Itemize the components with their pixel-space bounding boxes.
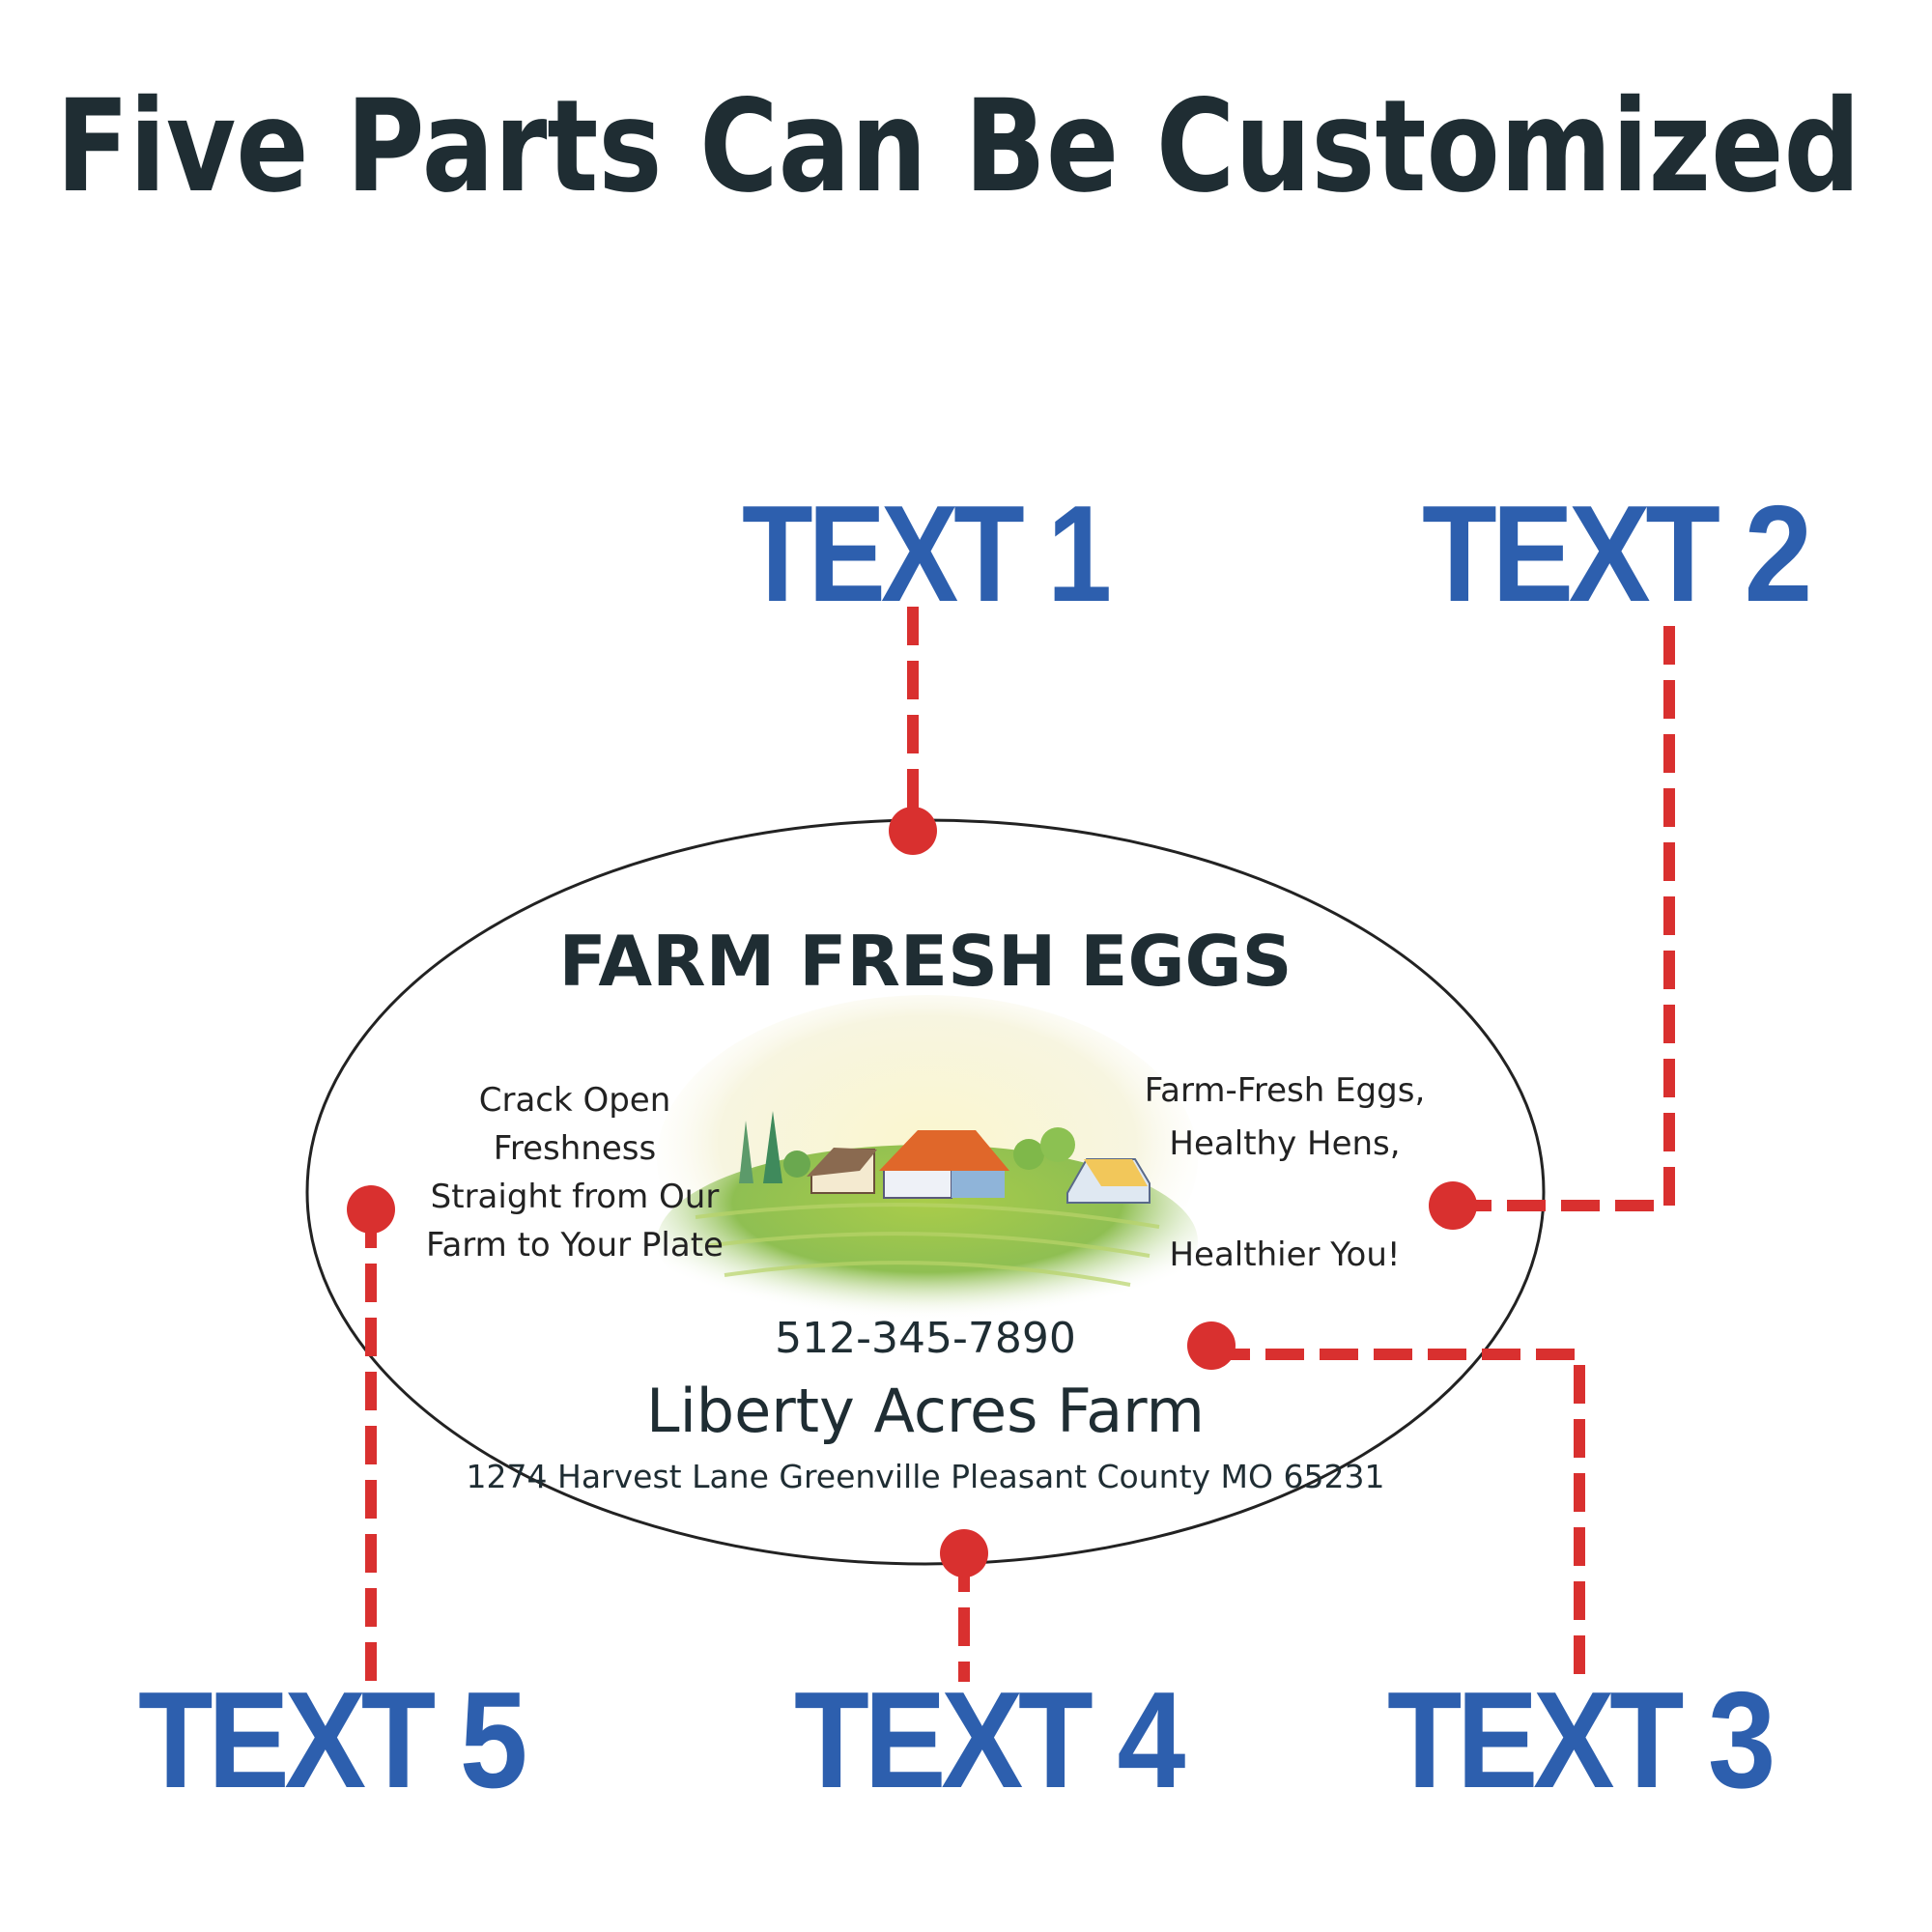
marker-dot-text5 [347,1185,395,1234]
farm-address: 1274 Harvest Lane Greenville Pleasant Co… [467,1458,1385,1495]
phone-number: 512-345-7890 [775,1314,1076,1363]
marker-dot-text4 [940,1529,988,1577]
right-tagline-line: Farm-Fresh Eggs, [1145,1071,1426,1110]
right-tagline-line: Healthier You! [1169,1236,1400,1274]
markers [347,807,1477,1577]
marker-dot-text2 [1429,1181,1477,1230]
page-title: Five Parts Can Be Customized [56,72,1861,221]
callout-text4: TEXT 4 [794,1663,1185,1817]
connector-text2 [1453,622,1675,1211]
callout-text3: TEXT 3 [1387,1663,1772,1817]
label-heading: FARM FRESH EGGS [558,921,1292,1002]
left-tagline-line: Freshness [494,1129,656,1168]
left-tagline-line: Crack Open [479,1081,671,1120]
farm-name: Liberty Acres Farm [646,1376,1205,1446]
callout-text2: TEXT 2 [1422,477,1808,631]
marker-dot-text1 [889,807,937,855]
left-tagline-line: Straight from Our [431,1178,720,1216]
right-tagline-line: Healthy Hens, [1169,1124,1400,1163]
marker-dot-text3 [1187,1321,1236,1370]
right-tagline: Farm-Fresh Eggs, Healthy Hens, Healthier… [1145,1071,1426,1274]
farm-illustration [657,995,1198,1338]
left-tagline-line: Farm to Your Plate [426,1226,724,1264]
left-tagline: Crack Open Freshness Straight from Our F… [426,1081,724,1264]
connector-text3 [1211,1349,1585,1682]
callout-text5: TEXT 5 [138,1663,526,1817]
connectors [365,607,1675,1682]
callout-text1: TEXT 1 [742,477,1110,631]
egg-label: FARM FRESH EGGS Crack Open Freshness Str… [305,818,1546,1566]
